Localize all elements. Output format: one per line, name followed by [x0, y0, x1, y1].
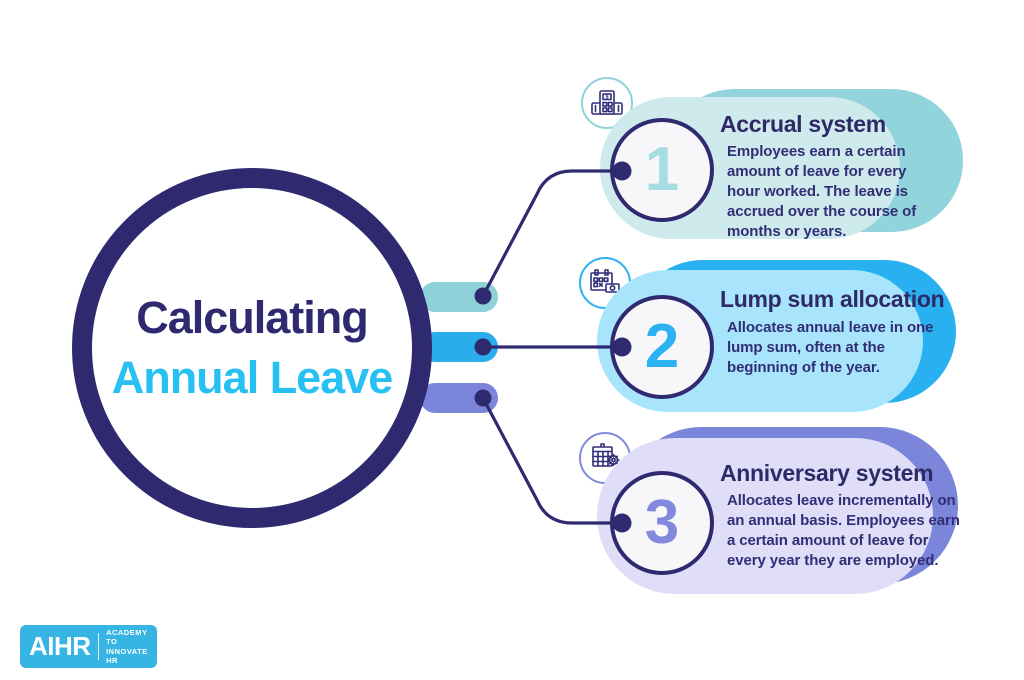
logo-divider: [97, 633, 100, 660]
page-title-line2: Annual Leave: [111, 352, 394, 403]
page-title-line1: Calculating: [136, 292, 369, 343]
card-title: Accrual system: [720, 111, 886, 137]
card-body-text: Allocates annual leave in one lump sum, …: [727, 319, 934, 376]
card-title: Lump sum allocation: [720, 286, 945, 312]
page-title: Calculating Annual Leave: [72, 288, 432, 408]
aihr-logo-brand: AIHR: [29, 631, 91, 661]
logo-tagline-line1: ACADEMY TO: [106, 627, 148, 647]
step-number-badge: 1: [610, 118, 714, 222]
logo-tagline-line2: INNOVATE HR: [106, 646, 148, 666]
step-number-badge: 2: [610, 295, 714, 399]
calculator-money-icon-svg: $: [591, 90, 623, 115]
aihr-logo-tagline: ACADEMY TO INNOVATE HR: [106, 628, 148, 666]
aihr-logo: AIHR ACADEMY TO INNOVATE HR: [20, 625, 157, 668]
card-body-text: Employees earn a certain amount of leave…: [727, 143, 917, 240]
step-number-badge: 3: [610, 471, 714, 575]
svg-text:$: $: [605, 95, 608, 101]
card-body-text: Allocates leave incrementally on an annu…: [727, 492, 960, 569]
card-title: Anniversary system: [720, 460, 934, 486]
